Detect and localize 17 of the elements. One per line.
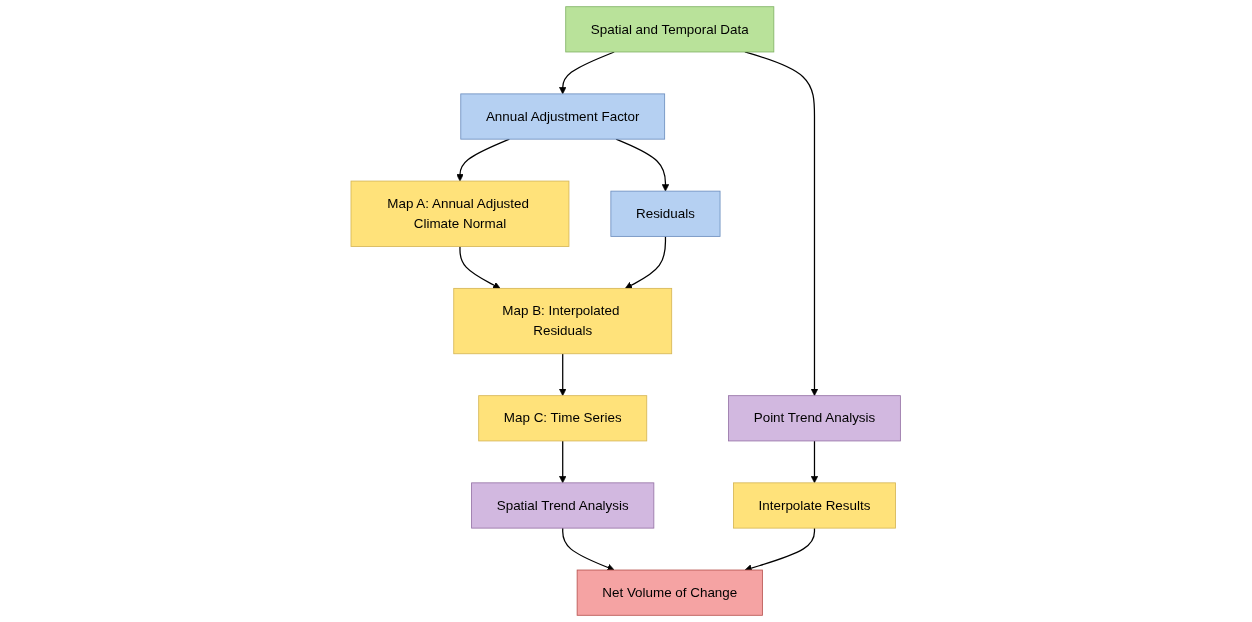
arrow xyxy=(562,527,615,571)
node-box: Residuals xyxy=(610,190,721,237)
arrow xyxy=(744,527,816,572)
node-box: Spatial and Temporal Data xyxy=(565,6,775,53)
arrow xyxy=(559,353,567,396)
node-box: Map A: Annual Adjusted Climate Normal xyxy=(350,180,570,247)
arrow xyxy=(559,440,567,484)
node-box: Spatial Trend Analysis xyxy=(471,482,655,529)
node-box: Map C: Time Series xyxy=(478,395,648,442)
node-box: Annual Adjustment Factor xyxy=(460,93,666,140)
node-box: Interpolate Results xyxy=(733,482,897,529)
arrow xyxy=(625,235,667,289)
node-box: Net Volume of Change xyxy=(577,569,764,616)
arrow xyxy=(811,440,819,484)
node-box: Point Trend Analysis xyxy=(728,395,902,442)
node-box: Map B: Interpolated Residuals xyxy=(453,287,673,355)
arrow xyxy=(459,245,501,289)
